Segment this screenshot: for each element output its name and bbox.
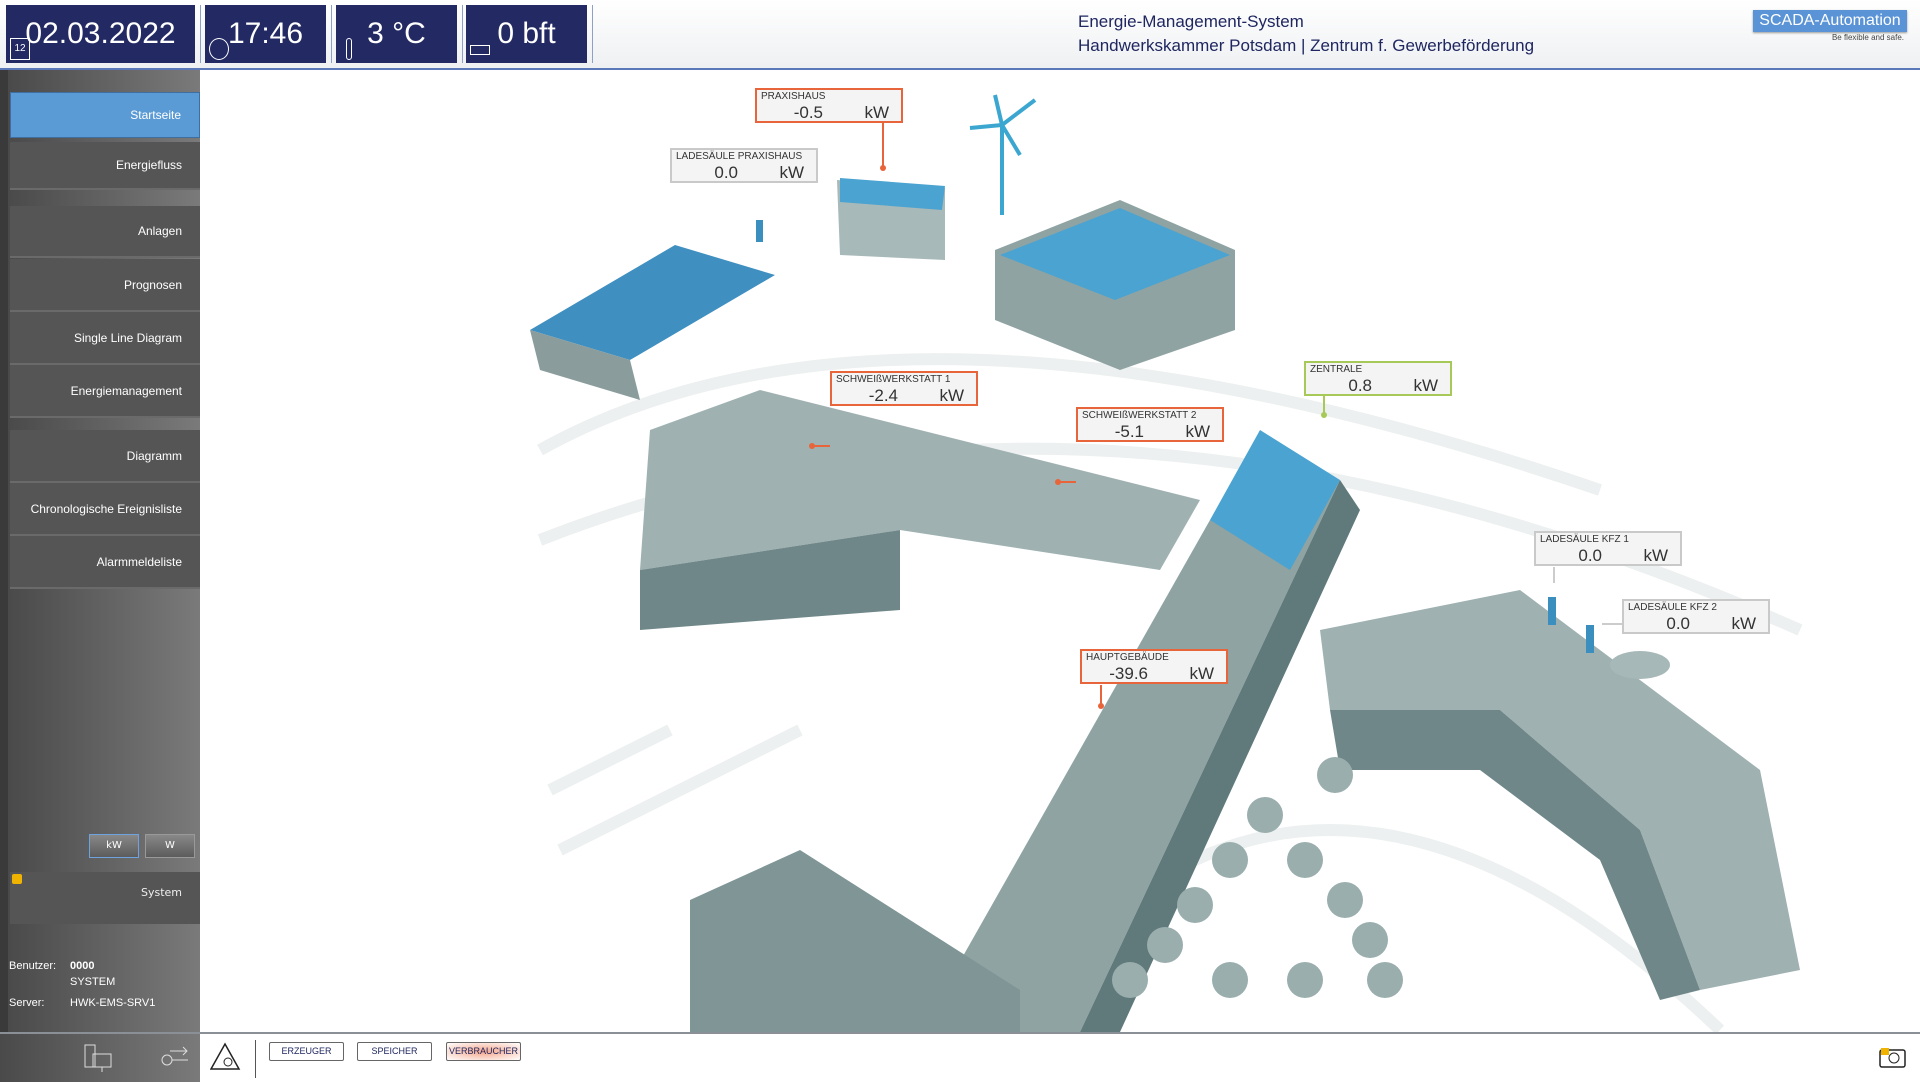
trees bbox=[1112, 757, 1403, 998]
lower-building bbox=[690, 850, 1020, 1032]
label-value: -5.1 bbox=[1114, 422, 1144, 441]
sidebar-item-alarmmeldeliste[interactable]: Alarmmeldeliste bbox=[10, 536, 200, 589]
label-unit: kW bbox=[1413, 376, 1438, 395]
server-label: Server: bbox=[9, 997, 45, 1009]
footer-bar: ERZEUGER SPEICHER VERBRAUCHER bbox=[0, 1032, 1920, 1082]
thermometer-icon bbox=[346, 38, 352, 60]
sidebar-item-single-line-diagram[interactable]: Single Line Diagram bbox=[10, 312, 200, 365]
label-value: -39.6 bbox=[1109, 664, 1148, 683]
user-name: SYSTEM bbox=[70, 976, 116, 988]
workshop-wing bbox=[640, 390, 1200, 570]
label-hauptgebaeude[interactable]: HAUPTGEBÄUDE-39.6 kW bbox=[1080, 649, 1228, 684]
time-value: 17:46 bbox=[227, 17, 304, 50]
label-schweisswerkstatt-2[interactable]: SCHWEIßWERKSTATT 2-5.1 kW bbox=[1076, 407, 1224, 442]
label-value: 0.0 bbox=[714, 163, 738, 182]
label-name: LADESÄULE KFZ 1 bbox=[1540, 534, 1629, 545]
label-name: LADESÄULE PRAXISHAUS bbox=[676, 151, 803, 162]
label-schweisswerkstatt-1[interactable]: SCHWEIßWERKSTATT 1-2.4 kW bbox=[830, 371, 978, 406]
footer-sidebar bbox=[0, 1034, 200, 1082]
verbraucher-filter-button[interactable]: VERBRAUCHER bbox=[446, 1042, 521, 1061]
divider bbox=[255, 1040, 256, 1078]
label-name: SCHWEIßWERKSTATT 1 bbox=[836, 374, 951, 385]
time-tile: 17:46 bbox=[205, 5, 326, 63]
unit-kw-button[interactable]: kW bbox=[89, 834, 139, 858]
sidebar-item-diagramm[interactable]: Diagramm bbox=[10, 430, 200, 483]
carport-solar bbox=[530, 245, 775, 360]
wind-turbine bbox=[969, 94, 1037, 215]
sidebar-item-ereignisliste[interactable]: Chronologische Ereignisliste bbox=[10, 483, 200, 536]
label-name: PRAXISHAUS bbox=[761, 91, 826, 102]
charger-kfz-2 bbox=[1586, 625, 1594, 653]
label-unit: kW bbox=[1185, 422, 1210, 441]
label-name: SCHWEIßWERKSTATT 2 bbox=[1082, 410, 1197, 421]
label-praxishaus[interactable]: PRAXISHAUS-0.5 kW bbox=[755, 88, 903, 123]
main-building bbox=[920, 480, 1340, 1032]
key-logout-icon[interactable] bbox=[160, 1046, 190, 1070]
label-unit: kW bbox=[939, 386, 964, 405]
temperature-value: 3 °C bbox=[367, 17, 426, 50]
wind-tile: 0 bft bbox=[466, 5, 587, 63]
label-value: 0.0 bbox=[1666, 614, 1690, 633]
camera-screenshot-icon[interactable] bbox=[1878, 1042, 1908, 1070]
charger-kfz-1 bbox=[1548, 597, 1556, 625]
erzeuger-filter-button[interactable]: ERZEUGER bbox=[269, 1042, 344, 1061]
system-button[interactable]: System bbox=[10, 872, 200, 924]
label-unit: kW bbox=[1643, 546, 1668, 565]
sidebar-item-prognosen[interactable]: Prognosen bbox=[10, 259, 200, 312]
scada-logo: SCADA-Automation bbox=[1753, 10, 1907, 32]
unit-w-button[interactable]: W bbox=[145, 834, 195, 858]
temperature-tile: 3 °C bbox=[336, 5, 457, 63]
label-unit: kW bbox=[1189, 664, 1214, 683]
wind-value: 0 bft bbox=[497, 17, 556, 50]
header: 12 02.03.2022 17:46 3 °C 0 bft Energie-M… bbox=[0, 0, 1920, 70]
server-monitor-icon[interactable] bbox=[84, 1044, 114, 1074]
label-value: -2.4 bbox=[868, 386, 898, 405]
user-label: Benutzer: bbox=[9, 960, 57, 972]
charger-praxishaus bbox=[756, 220, 763, 242]
zentrale-solar bbox=[1210, 430, 1340, 570]
alarm-search-icon[interactable] bbox=[210, 1042, 242, 1072]
user-id: 0000 bbox=[70, 960, 95, 972]
sidebar: Startseite Energiefluss Anlagen Prognose… bbox=[0, 70, 200, 1032]
clock-icon bbox=[209, 38, 229, 60]
label-name: ZENTRALE bbox=[1310, 364, 1363, 375]
site-title: Handwerkskammer Potsdam | Zentrum f. Gew… bbox=[1078, 36, 1535, 55]
sidebar-item-energiemanagement[interactable]: Energiemanagement bbox=[10, 365, 200, 418]
campus-illustration bbox=[530, 94, 1803, 1032]
sidebar-item-anlagen[interactable]: Anlagen bbox=[10, 206, 200, 258]
sidebar-item-startseite[interactable]: Startseite bbox=[10, 92, 200, 138]
logo-tagline: Be flexible and safe. bbox=[1831, 33, 1904, 42]
date-tile: 12 02.03.2022 bbox=[6, 5, 195, 63]
label-value: -0.5 bbox=[793, 103, 823, 122]
app-title: Energie-Management-System bbox=[1078, 12, 1304, 31]
label-value: 0.8 bbox=[1348, 376, 1372, 395]
label-unit: kW bbox=[864, 103, 889, 122]
car bbox=[1610, 651, 1670, 679]
calendar-icon: 12 bbox=[10, 38, 30, 60]
label-unit: kW bbox=[1731, 614, 1756, 633]
label-value: 0.0 bbox=[1578, 546, 1602, 565]
date-value: 02.03.2022 bbox=[25, 17, 176, 50]
label-unit: kW bbox=[779, 163, 804, 182]
label-name: HAUPTGEBÄUDE bbox=[1086, 652, 1169, 663]
lock-icon bbox=[12, 874, 22, 884]
label-name: LADESÄULE KFZ 2 bbox=[1628, 602, 1717, 613]
sidebar-item-energiefluss[interactable]: Energiefluss bbox=[10, 142, 200, 190]
server-name: HWK-EMS-SRV1 bbox=[70, 997, 156, 1009]
windsock-icon bbox=[470, 45, 490, 55]
speicher-filter-button[interactable]: SPEICHER bbox=[357, 1042, 432, 1061]
curved-wing bbox=[1320, 590, 1800, 990]
